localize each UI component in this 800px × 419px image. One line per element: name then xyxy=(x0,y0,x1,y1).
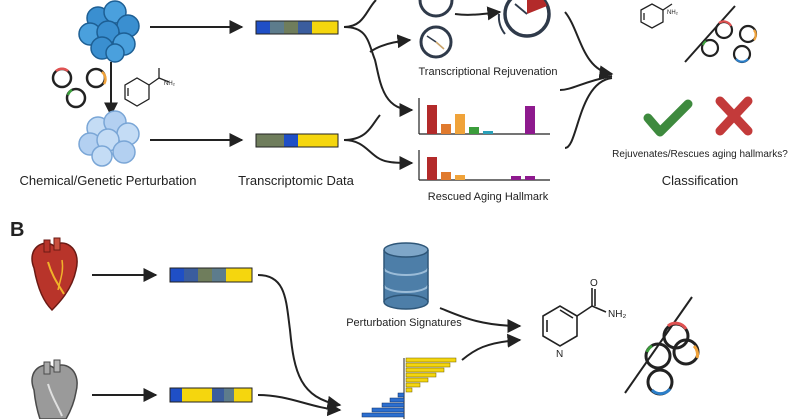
nh2-b-label: NH₂ xyxy=(608,309,626,320)
plasmid-group-b-icon xyxy=(644,321,700,396)
arrow-b-bottom-to-ranking xyxy=(257,394,342,417)
oxygen-label: O xyxy=(590,278,598,289)
check-icon xyxy=(643,99,693,137)
classification-label: Classification xyxy=(662,173,739,188)
chemical-genetic-perturbation-label: Chemical/Genetic Perturbation xyxy=(19,173,196,188)
rejuvenates-question-label: Rejuvenates/Rescues aging hallmarks? xyxy=(612,149,788,160)
panel-b-label: B xyxy=(10,219,24,241)
arrow-b-top-to-ranking xyxy=(257,274,342,410)
nitrogen-label: N xyxy=(556,349,563,360)
expression-bar-bottom xyxy=(255,133,339,148)
hallmark-chart-bottom xyxy=(418,150,550,181)
transcriptomic-data-label: Transcriptomic Data xyxy=(238,173,355,188)
clock-icon-small xyxy=(419,25,453,59)
nicotinamide-structure-icon xyxy=(124,68,170,107)
nh2-classification-label: NH₂ xyxy=(667,10,679,16)
expression-bar-top xyxy=(255,20,339,35)
nicotinamide-structure-b-icon xyxy=(542,288,607,347)
perturbation-signatures-label: Perturbation Signatures xyxy=(346,317,462,329)
arrow-branch-3 xyxy=(369,34,412,53)
expression-bar-b-bottom xyxy=(169,387,253,403)
ranking-waterfall-chart xyxy=(361,357,457,419)
clock-icon-top xyxy=(418,0,454,18)
arrow-to-classification-1 xyxy=(564,11,614,80)
aged-heart-icon xyxy=(31,359,78,419)
transcriptional-rejuvenation-label: Transcriptional Rejuvenation xyxy=(419,66,558,78)
arrow-ranking-to-result xyxy=(461,333,522,361)
expression-bar-b-top xyxy=(169,267,253,283)
treated-cell-cluster-icon xyxy=(78,110,140,167)
divider-slash-a xyxy=(684,5,736,63)
plasmid-classifier-icon xyxy=(700,20,758,64)
arrow-branch-2 xyxy=(343,0,377,28)
arrow-branch-4 xyxy=(343,139,414,170)
database-icon xyxy=(383,242,429,310)
heart-icon xyxy=(31,237,78,312)
arrow-db-to-result xyxy=(439,307,522,333)
rejuvenation-clock-icon xyxy=(497,0,551,38)
plasmid-group-icon xyxy=(51,67,107,109)
arrow-to-big-clock xyxy=(454,6,502,21)
nicotinamide-classifier-icon xyxy=(640,3,673,29)
nh2-small-label: NH₂ xyxy=(164,81,176,87)
rescued-aging-hallmark-label: Rescued Aging Hallmark xyxy=(428,191,549,203)
arrow-to-classification-2 xyxy=(564,77,613,149)
hallmark-chart-top xyxy=(418,98,550,135)
arrow-branch-5 xyxy=(343,114,381,141)
arrow-to-classification-3 xyxy=(559,75,613,91)
arrow-branch-1 xyxy=(343,26,414,117)
cell-cluster-icon xyxy=(78,0,140,63)
x-mark-icon xyxy=(715,96,753,136)
